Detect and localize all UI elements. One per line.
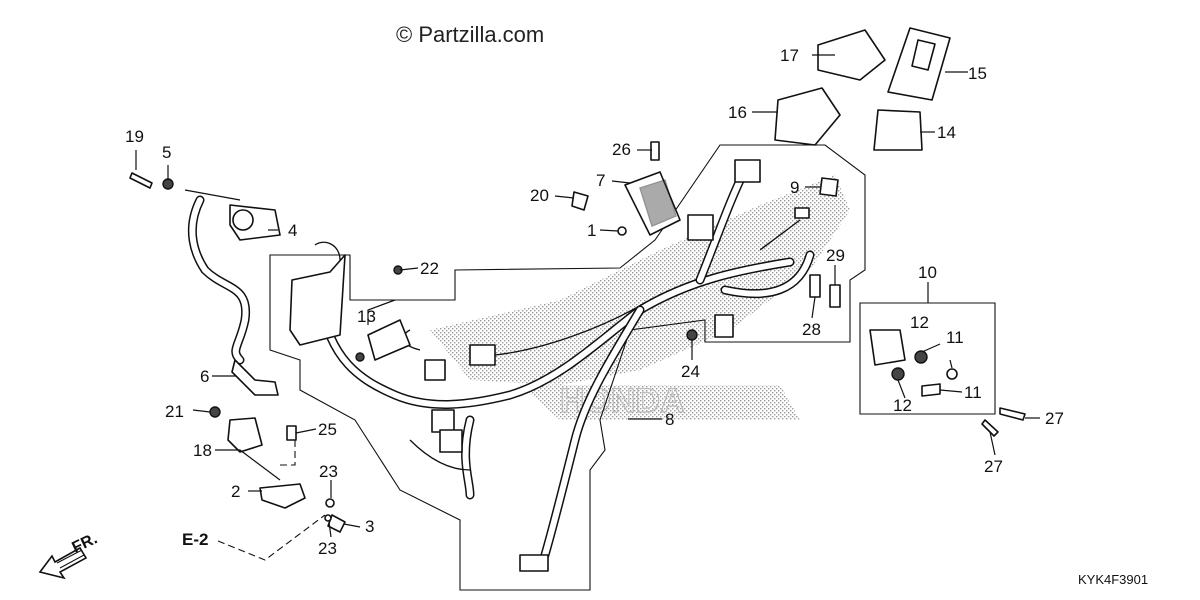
hatched-background: HONDA xyxy=(430,175,850,421)
callout-7: 7 xyxy=(596,171,605,190)
fuse-29 xyxy=(829,284,841,308)
callout-12b: 12 xyxy=(893,396,912,415)
callout-13: 13 xyxy=(357,307,376,326)
clamp-5 xyxy=(162,178,174,190)
callout-15: 15 xyxy=(968,64,987,83)
callout-16: 16 xyxy=(728,103,747,122)
relay-7 xyxy=(624,171,681,236)
callout-2: 2 xyxy=(231,482,240,501)
leader-lines xyxy=(135,54,1040,561)
callout-19: 19 xyxy=(125,127,144,146)
bracket-2 xyxy=(259,483,306,509)
watermark-text: © Partzilla.com xyxy=(396,22,544,47)
bolt-19 xyxy=(129,172,153,189)
bolt-25 xyxy=(286,425,297,441)
callout-11b: 11 xyxy=(964,383,982,402)
callout-29: 29 xyxy=(826,246,845,265)
bolt-26 xyxy=(650,141,660,161)
relay-14 xyxy=(873,109,923,151)
callout-28: 28 xyxy=(802,320,821,339)
callout-1: 1 xyxy=(587,221,596,240)
callout-20: 20 xyxy=(530,186,549,205)
callout-5: 5 xyxy=(162,143,171,162)
callout-24: 24 xyxy=(681,362,700,381)
front-direction-label: FR. xyxy=(70,530,101,556)
callout-labels: 19 5 4 6 26 7 20 1 9 17 15 16 14 22 13 2… xyxy=(125,46,1064,558)
callout-14: 14 xyxy=(937,123,956,142)
callout-21: 21 xyxy=(165,402,184,421)
callout-27a: 27 xyxy=(1045,409,1064,428)
washer-23 xyxy=(324,498,335,522)
clip-20 xyxy=(571,191,589,211)
callout-4: 4 xyxy=(288,221,297,240)
callout-9: 9 xyxy=(790,178,799,197)
rubber-cap-6 xyxy=(231,359,279,396)
bolt-24 xyxy=(686,329,698,341)
callout-23b: 23 xyxy=(318,539,337,558)
ignition-coil-wire xyxy=(187,195,251,365)
callout-11a: 11 xyxy=(946,328,964,347)
callout-27b: 27 xyxy=(984,457,1003,476)
callout-18: 18 xyxy=(193,441,212,460)
callout-6: 6 xyxy=(200,367,209,386)
bolt-21 xyxy=(209,406,221,418)
relay-10 xyxy=(869,329,958,397)
fuse-box-16 xyxy=(774,87,841,146)
ignition-coil-4 xyxy=(229,204,281,241)
front-direction-arrow: FR. xyxy=(38,530,101,580)
bolts-27 xyxy=(981,407,1026,437)
cover-15 xyxy=(887,27,951,101)
diagram-code: KYK4F3901 xyxy=(1078,572,1148,587)
fuse-28 xyxy=(809,274,821,298)
reference-label: E-2 xyxy=(182,530,208,549)
condenser-unit xyxy=(289,241,346,346)
callout-10: 10 xyxy=(918,263,937,282)
sensor-13 xyxy=(355,319,411,362)
callout-3: 3 xyxy=(365,517,374,536)
clip-1 xyxy=(617,226,627,236)
callout-12a: 12 xyxy=(910,313,929,332)
fuse-box-17 xyxy=(817,29,886,81)
callout-22: 22 xyxy=(420,259,439,278)
sensor-18 xyxy=(227,417,263,453)
subassembly-box-10 xyxy=(859,302,996,415)
callout-26: 26 xyxy=(612,140,631,159)
callout-17: 17 xyxy=(780,46,799,65)
callout-25: 25 xyxy=(318,420,337,439)
callout-23a: 23 xyxy=(319,462,338,481)
connectors-upper xyxy=(424,159,810,572)
callout-8: 8 xyxy=(665,410,674,429)
clip-9 xyxy=(819,177,839,197)
harness-outline-dashed xyxy=(269,144,866,591)
arrow-icon xyxy=(38,546,88,580)
